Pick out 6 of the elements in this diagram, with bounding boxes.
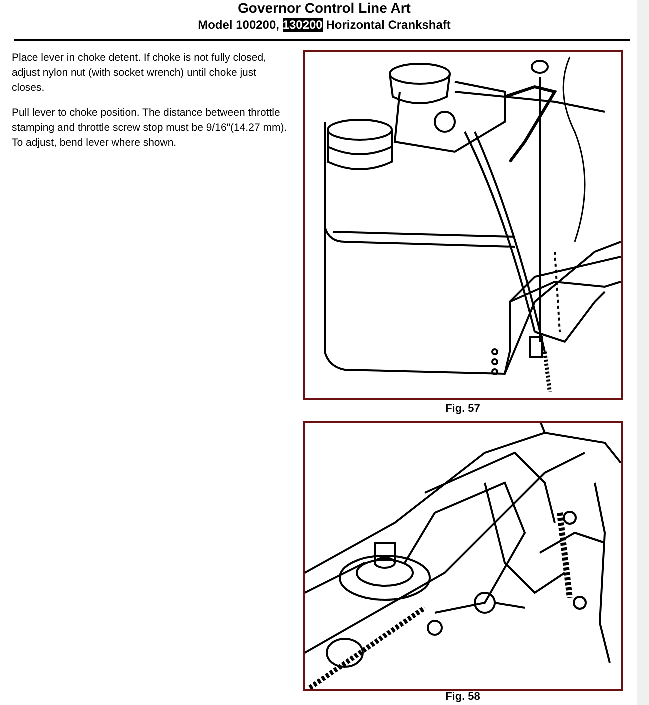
instruction-paragraph: Place lever in choke detent. If choke is not fully closed, adjust nylon nut (with socket wrench) until choke just closes. <box>12 51 268 96</box>
highlighted-model-number: 130200 <box>282 18 323 32</box>
page-title: Governor Control Line Art <box>237 0 412 16</box>
figure-caption: Fig. 57 <box>444 403 482 415</box>
figure-caption: Fig. 58 <box>444 691 482 703</box>
instruction-paragraph: Pull lever to choke position. The distance between throttle stamping and throttle screw stop must be 9/16"(14.27 mm). To adjust, bend lever where shown. <box>12 106 288 151</box>
